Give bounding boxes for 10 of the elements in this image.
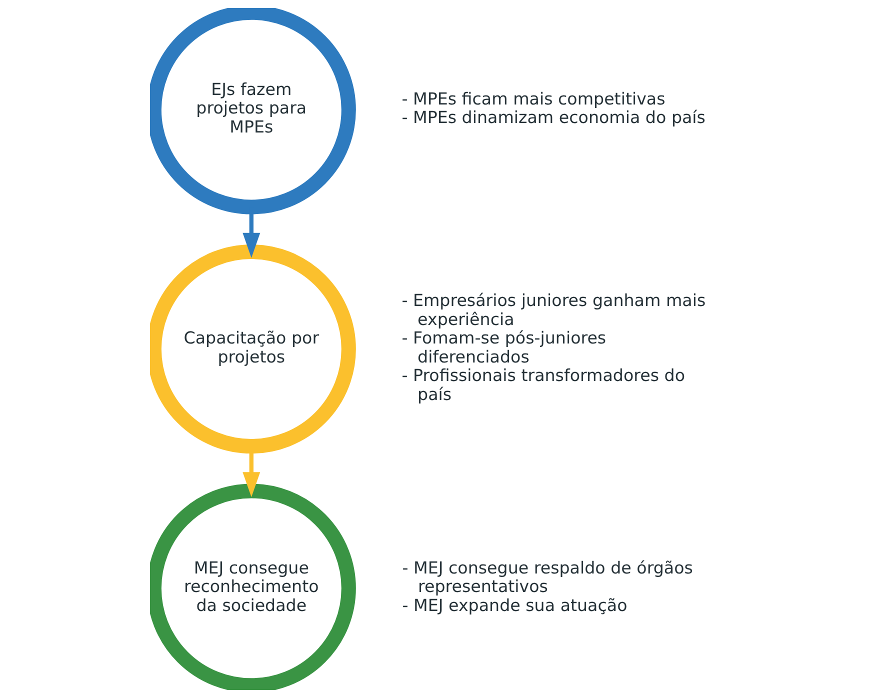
node-circle: MEJ consegue reconhecimento da sociedade	[150, 484, 356, 690]
node-label: - Fomam-se pós-juniores diferenciados	[402, 328, 606, 366]
node-circle: EJs fazem projetos para MPEs	[150, 8, 356, 214]
node-label: - Profissionais transformadores do país	[402, 366, 686, 404]
node-circle: Capacitação por projetos	[150, 244, 356, 454]
node-label: - MPEs dinamizam economia do país	[402, 108, 706, 128]
node-label: - MPEs ficam mais competitivas	[402, 89, 666, 108]
node-label: - MEJ expande sua atuação	[402, 596, 628, 615]
node-label: - Empresários juniores ganham mais experiência	[402, 291, 706, 329]
node-label: - MEJ consegue respaldo de órgãos representativos	[402, 558, 693, 596]
